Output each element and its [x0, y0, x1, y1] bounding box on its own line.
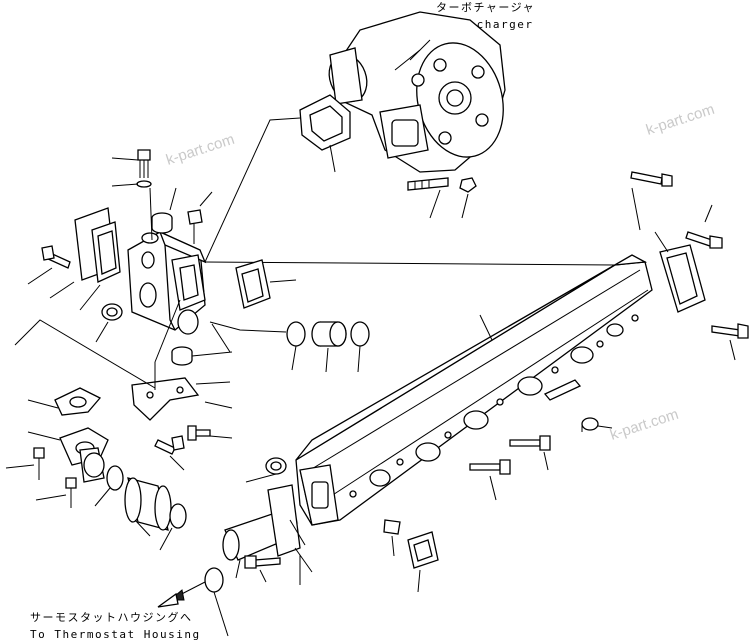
flange-gasket	[54, 387, 102, 416]
manifold-gasket-lower	[407, 531, 439, 569]
turbocharger	[328, 11, 506, 173]
spacer	[543, 379, 582, 401]
watermark: k-part.com	[164, 131, 237, 169]
bolt	[187, 425, 211, 441]
bolt	[711, 323, 749, 339]
cap	[151, 212, 173, 234]
o-ring	[106, 465, 124, 491]
bolt	[137, 149, 151, 178]
watermark: k-part.com	[644, 101, 717, 139]
plug	[265, 457, 287, 475]
bolt	[469, 459, 511, 475]
turbocharger-label-jp: ターボチャージャ	[436, 1, 535, 14]
bolt	[65, 477, 77, 508]
bolt	[154, 435, 185, 455]
plug	[101, 303, 123, 321]
water-pipe	[124, 477, 172, 531]
cover-plate	[74, 207, 121, 283]
o-ring	[286, 321, 306, 347]
connector-housing	[127, 230, 207, 335]
arrow-left-down-icon	[157, 581, 206, 608]
o-ring	[169, 503, 187, 529]
washer	[136, 180, 152, 188]
nut	[459, 177, 477, 193]
plug	[581, 417, 599, 432]
bracket	[131, 377, 200, 421]
bolt	[244, 555, 281, 569]
thermostat-label-en: To Thermostat Housing	[30, 628, 201, 641]
bolt	[685, 231, 723, 249]
bolt	[630, 171, 673, 187]
sleeve	[311, 321, 347, 347]
bolt	[33, 447, 45, 480]
o-ring	[204, 567, 224, 593]
water-flange	[59, 427, 109, 483]
bolt	[41, 245, 71, 269]
exhaust-manifold	[295, 254, 653, 526]
turbo-gasket	[299, 94, 351, 151]
o-ring	[350, 321, 370, 347]
water-pipe-lower	[222, 484, 301, 561]
manifold-gasket-right	[659, 244, 706, 313]
bolt	[383, 519, 401, 535]
stud-bolt	[407, 177, 449, 191]
cap	[171, 346, 193, 366]
watermark: k-part.com	[608, 406, 681, 444]
housing-gasket	[235, 259, 271, 309]
bolt	[509, 435, 551, 451]
bolt	[187, 209, 203, 244]
thermostat-label-jp: サーモスタットハウジングへ	[30, 610, 193, 624]
